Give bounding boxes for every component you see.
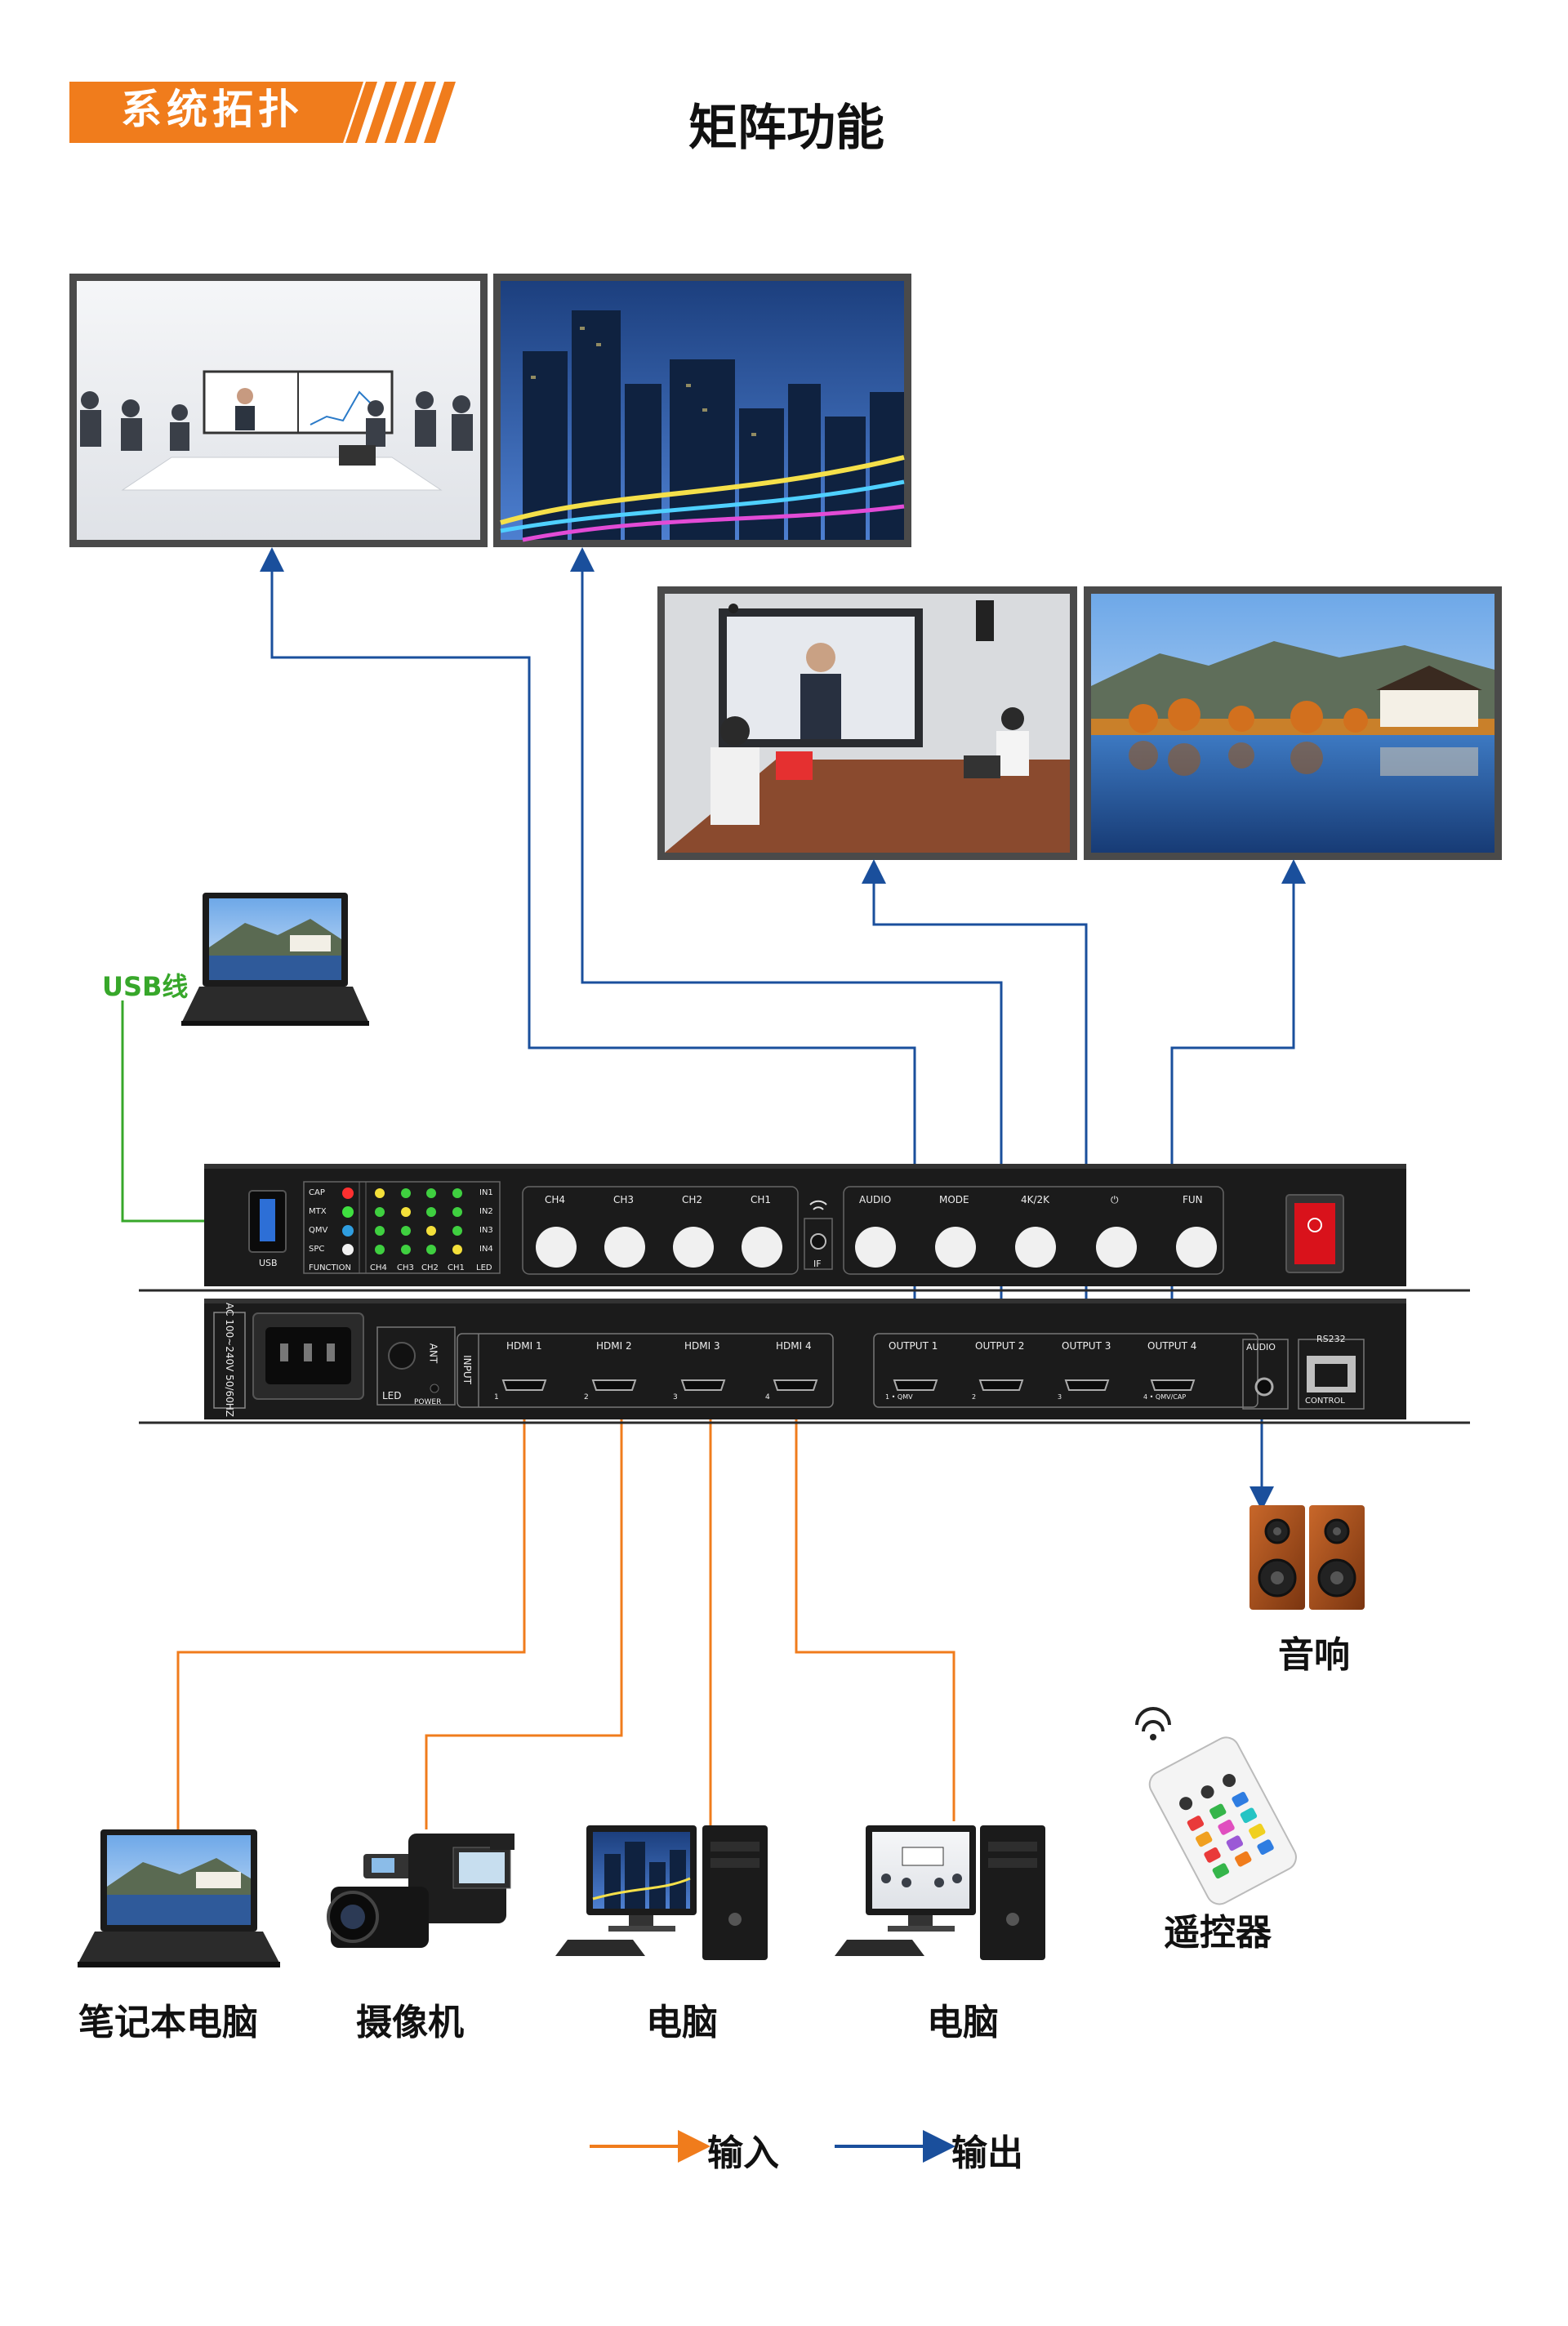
page-title: 矩阵功能 xyxy=(688,100,884,157)
fn-button-label-4: ⏻ xyxy=(1111,1194,1119,1205)
legend-input-label: 输入 xyxy=(707,2132,779,2174)
indicator-label-function: FUNCTION xyxy=(309,1263,351,1272)
hdmi-input-number-1: 1 xyxy=(494,1393,499,1401)
grid-row-label-in4: IN4 xyxy=(479,1245,493,1254)
rs232-label: RS232 xyxy=(1316,1334,1346,1344)
display-3-video-conference xyxy=(657,586,1077,860)
grid-row-label-in3: IN3 xyxy=(479,1226,493,1235)
input-lines xyxy=(176,1394,956,1919)
display-1-meeting-room xyxy=(69,274,488,547)
hdmi-input-label-3: HDMI 3 xyxy=(684,1340,720,1352)
led-dot xyxy=(452,1207,462,1217)
led-dot xyxy=(452,1188,462,1198)
pc-1-label: 电脑 xyxy=(646,2002,718,2043)
led-dot xyxy=(426,1245,436,1254)
indicator-label-cap: CAP xyxy=(309,1188,325,1197)
grid-col-label-ch4: CH4 xyxy=(370,1263,387,1272)
legend-output-label: 输出 xyxy=(951,2132,1023,2174)
indicator-label-spc: SPC xyxy=(309,1245,325,1254)
ch-button-label-ch4: CH4 xyxy=(545,1194,566,1205)
hdmi-output-number-2: 2 xyxy=(972,1393,977,1401)
speaker-icon xyxy=(1250,1505,1365,1610)
led-dot xyxy=(375,1207,385,1217)
device-rear-panel xyxy=(139,1299,1470,1424)
hdmi-output-number-3: 3 xyxy=(1058,1393,1062,1401)
grid-row-label-in1: IN1 xyxy=(479,1188,493,1197)
hdmi-input-label-4: HDMI 4 xyxy=(776,1340,812,1352)
led-label: LED xyxy=(382,1390,402,1401)
audio-port-label: AUDIO xyxy=(1246,1342,1276,1352)
fn-button-label-3: 4K/2K xyxy=(1021,1194,1050,1205)
led-dot xyxy=(426,1207,436,1217)
hdmi-input-label-1: HDMI 1 xyxy=(506,1340,542,1352)
grid-col-label-ch2: CH2 xyxy=(421,1263,439,1272)
usb-laptop xyxy=(181,893,369,1026)
ant-label: ANT xyxy=(427,1343,439,1364)
display-2-city-skyline xyxy=(493,274,911,547)
device-control-panel xyxy=(139,1164,1470,1292)
output-2-line xyxy=(570,547,1003,1343)
hdmi-output-label-3: OUTPUT 3 xyxy=(1062,1340,1111,1352)
output-lines xyxy=(260,547,1306,1511)
input-4-line xyxy=(784,1394,956,1821)
remote-label: 遥控器 xyxy=(1164,1912,1272,1954)
speaker-label: 音响 xyxy=(1278,1634,1350,1676)
led-dot xyxy=(401,1226,411,1236)
led-dot xyxy=(426,1226,436,1236)
input-label: INPUT xyxy=(461,1355,473,1384)
hdmi-output-number-1: 1 • QMV xyxy=(885,1393,913,1401)
indicator-label-qmv: QMV xyxy=(309,1226,328,1235)
output-1-line xyxy=(260,547,916,1343)
led-dot xyxy=(452,1226,462,1236)
usb-port-label: USB xyxy=(259,1258,278,1268)
led-dot xyxy=(401,1245,411,1254)
fn-button-label-1: AUDIO xyxy=(859,1194,892,1205)
fn-button-label-2: MODE xyxy=(939,1194,969,1205)
control-label: CONTROL xyxy=(1305,1397,1345,1406)
usb-cable-label: USB线 xyxy=(102,971,189,1002)
ac-power-label: AC 100~240V 50/60HZ xyxy=(224,1303,235,1417)
led-dot xyxy=(375,1245,385,1254)
hdmi-output-number-4: 4 • QMV/CAP xyxy=(1143,1393,1187,1401)
section-banner xyxy=(69,82,456,143)
led-dot xyxy=(375,1188,385,1198)
grid-col-label-led: LED xyxy=(476,1263,492,1272)
grid-col-label-ch3: CH3 xyxy=(397,1263,414,1272)
input-1-line xyxy=(176,1394,537,1829)
desktop-pc-2-icon xyxy=(835,1825,1045,1960)
grid-col-label-ch1: CH1 xyxy=(448,1263,465,1272)
camcorder-icon xyxy=(327,1834,514,1948)
indicator-label-mtx: MTX xyxy=(309,1207,327,1216)
fn-button-label-5: FUN xyxy=(1183,1194,1203,1205)
hdmi-input-number-2: 2 xyxy=(584,1393,589,1401)
input-2-line xyxy=(425,1394,634,1829)
ch-button-label-ch1: CH1 xyxy=(751,1194,772,1205)
hdmi-output-label-4: OUTPUT 4 xyxy=(1147,1340,1197,1352)
led-dot xyxy=(426,1188,436,1198)
ir-label: IF xyxy=(813,1259,822,1269)
laptop-icon xyxy=(78,1829,280,1967)
hdmi-input-number-4: 4 xyxy=(765,1393,770,1401)
power-led-label: POWER xyxy=(414,1398,442,1406)
hdmi-output-label-2: OUTPUT 2 xyxy=(975,1340,1025,1352)
ch-button-label-ch3: CH3 xyxy=(613,1194,635,1205)
hdmi-input-number-3: 3 xyxy=(673,1393,678,1401)
led-dot xyxy=(401,1207,411,1217)
pc-2-label: 电脑 xyxy=(927,2002,999,2043)
laptop-label: 笔记本电脑 xyxy=(78,2002,258,2043)
ch-button-label-ch2: CH2 xyxy=(682,1194,703,1205)
hdmi-output-label-1: OUTPUT 1 xyxy=(889,1340,938,1352)
led-dot xyxy=(375,1226,385,1236)
section-tag: 系统拓扑 xyxy=(121,86,304,133)
led-dot xyxy=(401,1188,411,1198)
output-3-line xyxy=(862,859,1088,1343)
camera-label: 摄像机 xyxy=(356,2002,464,2043)
hdmi-input-label-2: HDMI 2 xyxy=(596,1340,632,1352)
led-dot xyxy=(452,1245,462,1254)
remote-control-icon xyxy=(1135,1707,1297,1905)
display-4-lake-landscape xyxy=(1084,586,1502,860)
desktop-pc-1-icon xyxy=(555,1825,768,1960)
grid-row-label-in2: IN2 xyxy=(479,1207,493,1216)
